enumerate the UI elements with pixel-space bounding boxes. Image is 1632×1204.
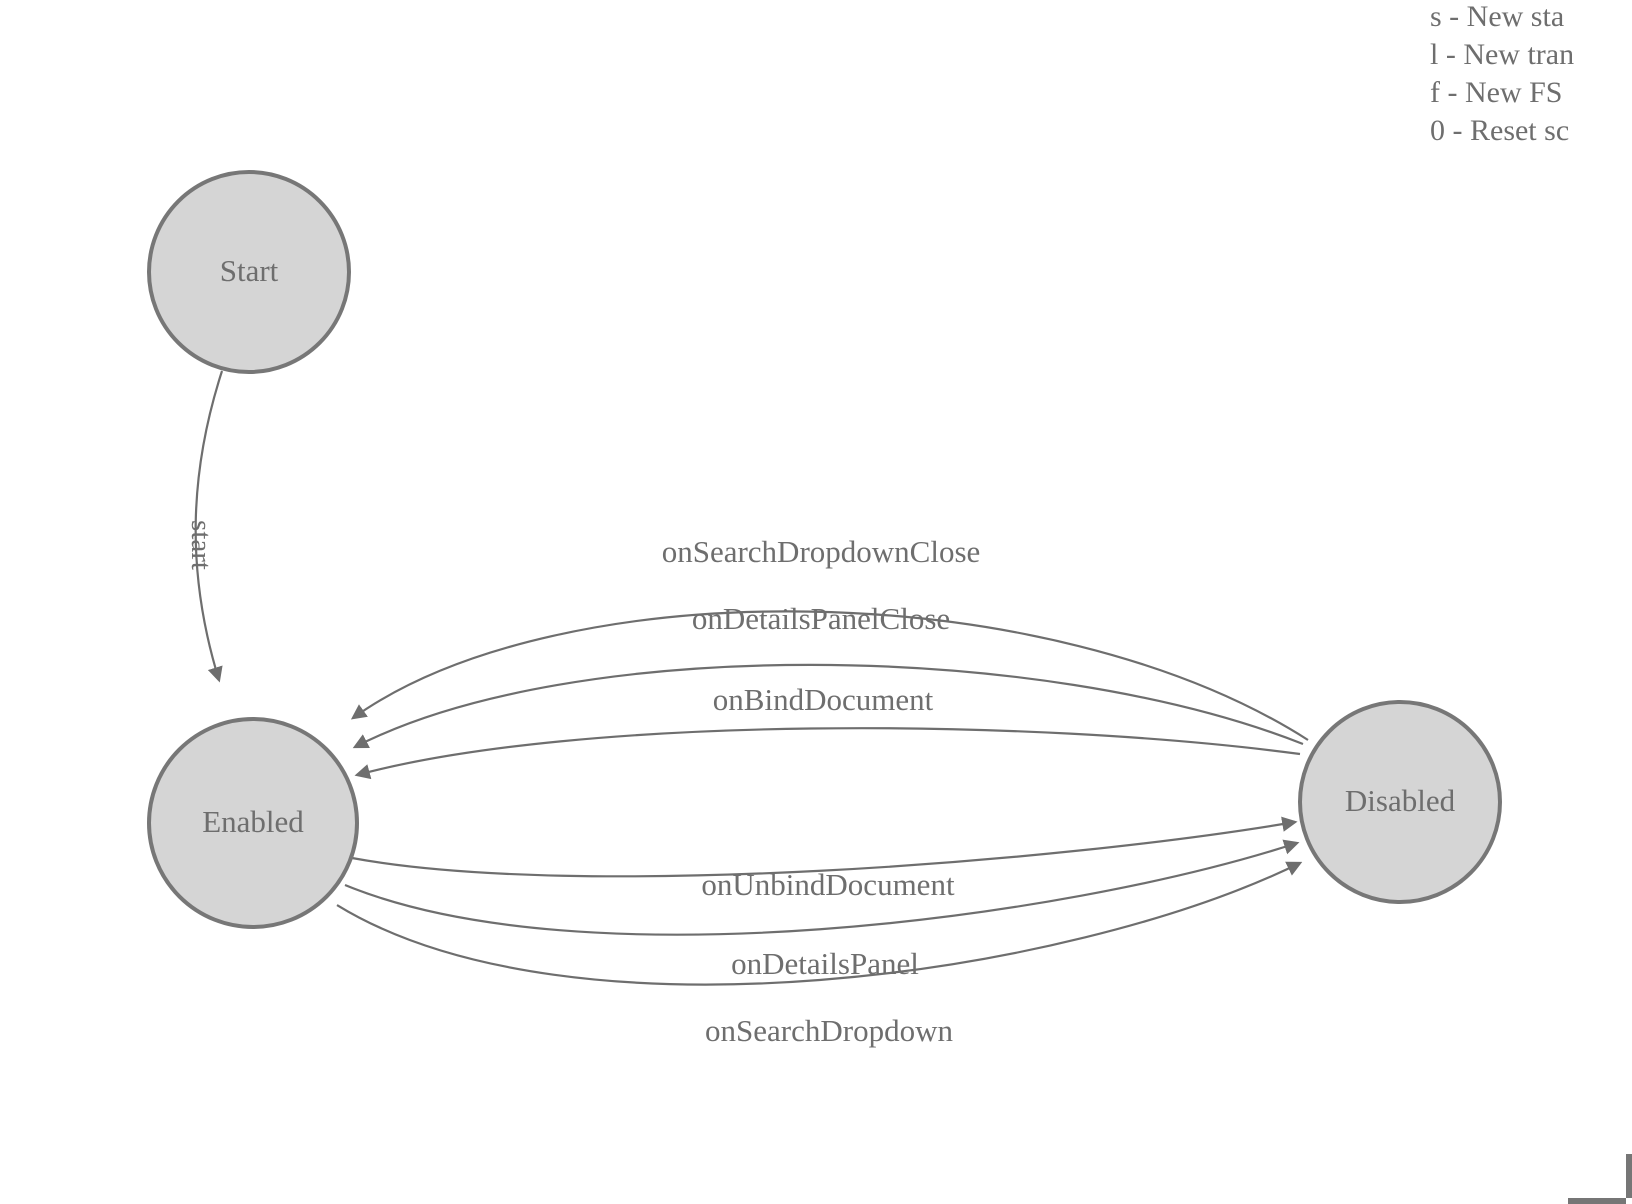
- edge-path-onunbinddocument[interactable]: [351, 816, 1298, 878]
- help-line-new-state: s - New sta: [1430, 0, 1565, 33]
- edge-label-onunbinddocument: onUnbindDocument: [701, 867, 955, 902]
- state-node-start[interactable]: Start: [147, 170, 351, 374]
- state-label-enabled: Enabled: [202, 804, 304, 839]
- state-node-enabled[interactable]: Enabled: [147, 717, 359, 929]
- vertical-scrollbar[interactable]: [1626, 1154, 1632, 1198]
- transition-onunbinddocument[interactable]: onUnbindDocument: [351, 816, 1298, 902]
- state-circle-start[interactable]: [147, 170, 351, 374]
- state-label-start: Start: [220, 253, 279, 288]
- help-line-new-fsm: f - New FS: [1430, 76, 1563, 109]
- state-circle-disabled[interactable]: [1298, 700, 1502, 904]
- state-node-disabled[interactable]: Disabled: [1298, 700, 1502, 904]
- edge-path-ondetailspanelclose[interactable]: [352, 663, 1304, 749]
- edge-path-ondetailspanel[interactable]: [344, 839, 1300, 936]
- edge-path-onbinddocument[interactable]: [354, 727, 1301, 780]
- edge-path-start[interactable]: [194, 370, 224, 683]
- horizontal-scrollbar[interactable]: [1568, 1198, 1626, 1204]
- help-line-new-transition: l - New tran: [1430, 38, 1575, 71]
- transition-onbinddocument[interactable]: onBindDocument: [354, 682, 1301, 780]
- help-line-reset-scale: 0 - Reset sc: [1430, 114, 1570, 147]
- edge-path-onsearchdropdownclose[interactable]: [350, 610, 1309, 741]
- transition-ondetailspanelclose[interactable]: onDetailsPanelClose: [352, 601, 1304, 749]
- state-circle-enabled[interactable]: [147, 717, 359, 929]
- edge-label-ondetailspanel: onDetailsPanel: [731, 946, 919, 981]
- transition-ondetailspanel[interactable]: onDetailsPanel: [344, 839, 1300, 981]
- transition-onsearchdropdownclose[interactable]: onSearchDropdownClose: [350, 534, 1309, 741]
- edge-path-onsearchdropdown[interactable]: [336, 861, 1303, 986]
- transition-start-to-enabled[interactable]: start: [185, 370, 224, 683]
- edge-label-onbinddocument: onBindDocument: [713, 682, 934, 717]
- edge-label-onsearchdropdownclose: onSearchDropdownClose: [662, 534, 981, 569]
- state-label-disabled: Disabled: [1345, 783, 1456, 818]
- transition-onsearchdropdown[interactable]: onSearchDropdown: [336, 861, 1303, 1048]
- edge-label-ondetailspanelclose: onDetailsPanelClose: [692, 601, 950, 636]
- edge-label-onsearchdropdown: onSearchDropdown: [705, 1013, 953, 1048]
- edge-label-start: start: [185, 520, 217, 570]
